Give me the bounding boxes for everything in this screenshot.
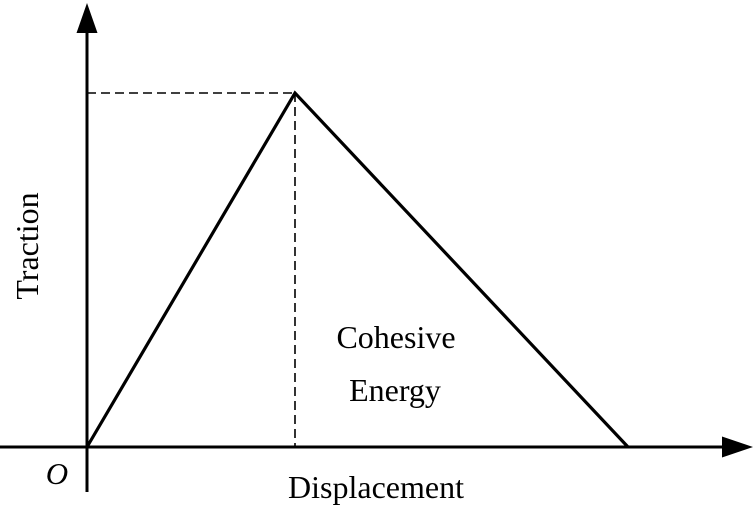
y-axis-arrowhead-icon	[76, 3, 98, 33]
cohesive-energy-annotation-line2: Energy	[349, 372, 441, 408]
origin-label: O	[46, 456, 68, 491]
traction-separation-curve	[85, 90, 630, 449]
x-axis-arrowhead-icon	[722, 436, 753, 458]
y-axis-label: Traction	[9, 192, 45, 299]
cohesive-energy-annotation-line1: Cohesive	[336, 319, 455, 355]
x-axis-label: Displacement	[288, 469, 464, 505]
